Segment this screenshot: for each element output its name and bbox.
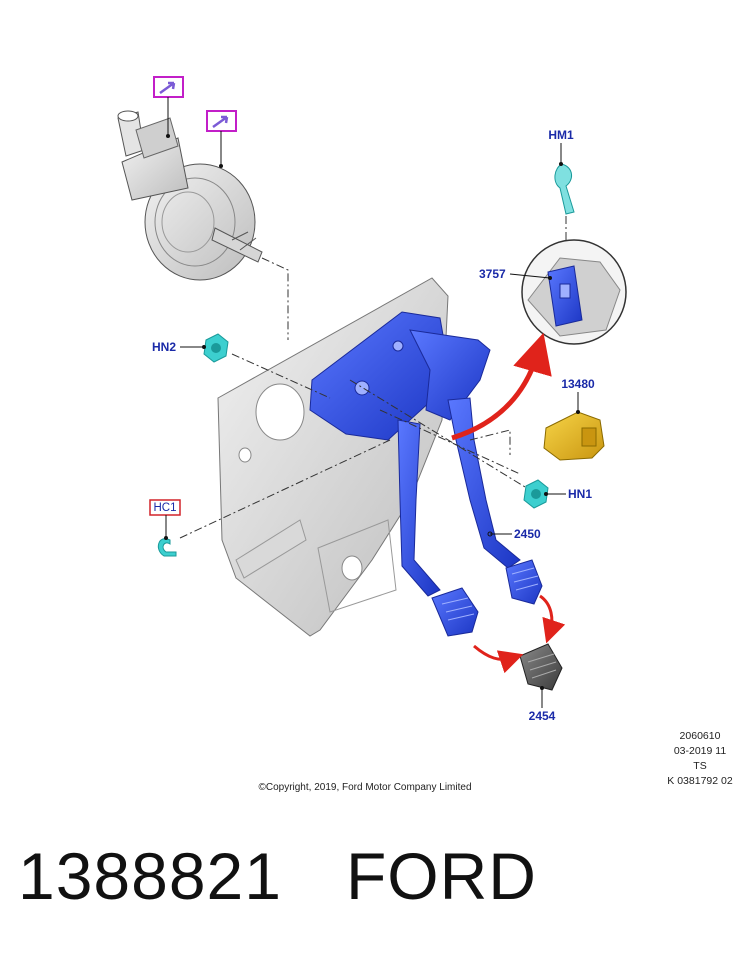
caption: 1388821 FORD [18,838,537,914]
reference-arrow-icon [159,81,176,95]
label-2450: 2450 [514,527,541,541]
master-cylinder [117,110,189,201]
clutch-pedal-arm [397,419,479,637]
label-hc1: HC1 [153,502,176,514]
label-hn1: HN1 [568,487,592,501]
nut-hn1 [523,479,566,509]
nut-hn2 [180,333,229,363]
metadata-line-3: TS [693,760,707,772]
detail-inset [509,239,627,345]
reference-callout-1 [153,76,184,138]
hairpin-clip-hm1 [554,143,575,252]
clip-hc1 [149,499,181,557]
label-hm1: HM1 [548,128,574,142]
pedal-box [309,311,491,441]
metadata-line-1: 2060610 [679,730,721,742]
red-arrows [451,332,566,674]
label-2454: 2454 [529,709,556,723]
label-hn2: HN2 [152,340,176,354]
label-3757: 3757 [479,267,506,281]
brake-booster [144,163,263,281]
metadata-line-2: 03-2019 11 [673,745,727,757]
label-13480: 13480 [561,377,595,391]
brake-light-switch [543,392,605,461]
reference-arrow-icon [212,115,229,129]
brand-name: FORD [345,839,537,913]
reference-callout-2 [206,110,237,168]
brake-pedal-arm [447,397,543,605]
pedal-pad [519,643,563,708]
part-number: 1388821 [18,839,282,913]
metadata-line-4: K 0381792 02 [667,775,733,787]
copyright-notice: ©Copyright, 2019, Ford Motor Company Lim… [258,782,472,793]
